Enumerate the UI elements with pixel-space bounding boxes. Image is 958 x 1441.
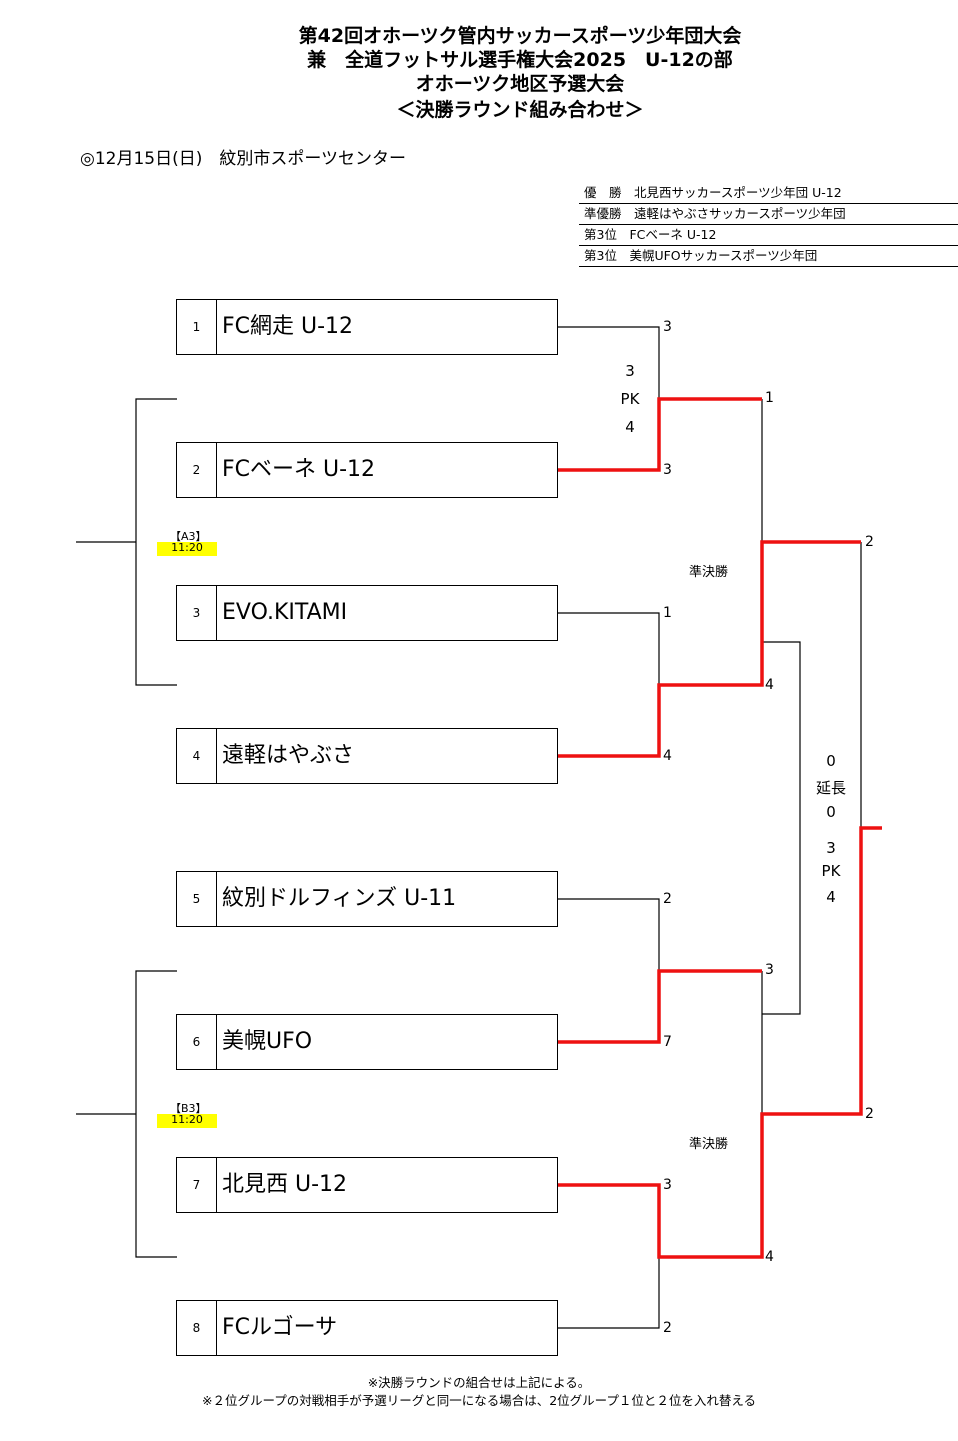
semifinal-label: 準決勝 xyxy=(689,565,729,580)
team-box: 1 FC網走 U-12 xyxy=(176,299,558,355)
final-detail: 4 xyxy=(826,888,836,906)
result-third-1: 第3位 FCベーネ U-12 xyxy=(579,225,958,246)
note-line-2: ※２位グループの対戦相手が予選リーグと同一になる場合は、2位グループ１位と２位を… xyxy=(201,1393,757,1408)
final-detail: 0 xyxy=(826,803,836,821)
title-line-2: 兼 全道フットサル選手権大会2025 U-12の部 xyxy=(307,49,733,71)
score-r1: 3 xyxy=(663,462,672,478)
result-runner-up: 準優勝 遠軽はやぶさサッカースポーツ少年団 xyxy=(579,204,958,225)
team-number: 2 xyxy=(177,443,217,497)
team-name: 遠軽はやぶさ xyxy=(222,743,355,768)
score-r1: 1 xyxy=(663,605,672,621)
final-detail: 延長 xyxy=(815,779,846,797)
semifinal-label: 準決勝 xyxy=(689,1137,729,1152)
score-r1: 2 xyxy=(663,1320,672,1336)
score-r2: 4 xyxy=(765,1249,774,1265)
final-detail: 0 xyxy=(826,752,836,770)
results-table: 優 勝 北見西サッカースポーツ少年団 U-12 準優勝 遠軽はやぶさサッカースポ… xyxy=(579,183,958,267)
score-final: 2 xyxy=(865,1106,874,1122)
title-line-4: ＜決勝ラウンド組み合わせ＞ xyxy=(396,99,644,121)
team-box: 6 美幌UFO xyxy=(176,1014,558,1070)
team-box: 8 FCルゴーサ xyxy=(176,1300,558,1356)
team-box: 3 EVO.KITAMI xyxy=(176,585,558,641)
team-number: 5 xyxy=(177,872,217,926)
team-number: 6 xyxy=(177,1015,217,1069)
final-detail: PK xyxy=(821,862,841,880)
team-name: EVO.KITAMI xyxy=(222,600,348,625)
slot-tag: 【A3】 xyxy=(170,530,207,543)
score-final: 2 xyxy=(865,534,874,550)
team-box: 2 FCベーネ U-12 xyxy=(176,442,558,498)
team-name: FCルゴーサ xyxy=(222,1315,338,1340)
pk-detail: 4 xyxy=(625,418,635,436)
score-r2: 4 xyxy=(765,677,774,693)
score-r2: 3 xyxy=(765,962,774,978)
score-r1: 2 xyxy=(663,891,672,907)
team-box: 7 北見西 U-12 xyxy=(176,1157,558,1213)
team-name: 美幌UFO xyxy=(222,1029,313,1054)
score-r1: 3 xyxy=(663,1177,672,1193)
slot-tag: 【B3】 xyxy=(170,1102,207,1115)
title-line-1: 第42回オホーツク管内サッカースポーツ少年団大会 xyxy=(298,25,742,47)
score-r1: 3 xyxy=(663,319,672,335)
score-r1: 7 xyxy=(663,1034,672,1050)
pk-detail: 3 xyxy=(625,362,635,380)
note-line-1: ※決勝ラウンドの組合せは上記による。 xyxy=(367,1375,591,1390)
team-box: 5 紋別ドルフィンズ U-11 xyxy=(176,871,558,927)
slot-time: 11:20 xyxy=(157,1114,217,1128)
final-detail: 3 xyxy=(826,839,836,857)
team-name: 北見西 U-12 xyxy=(222,1172,348,1197)
team-number: 7 xyxy=(177,1158,217,1212)
team-number: 4 xyxy=(177,729,217,783)
team-number: 1 xyxy=(177,300,217,354)
team-name: FCベーネ U-12 xyxy=(222,457,376,482)
team-number: 3 xyxy=(177,586,217,640)
result-third-2: 第3位 美幌UFOサッカースポーツ少年団 xyxy=(579,246,958,267)
team-name: 紋別ドルフィンズ U-11 xyxy=(222,886,457,911)
date-venue: ◎12月15日(日) 紋別市スポーツセンター xyxy=(80,149,407,169)
score-r2: 1 xyxy=(765,390,774,406)
team-box: 4 遠軽はやぶさ xyxy=(176,728,558,784)
result-champion: 優 勝 北見西サッカースポーツ少年団 U-12 xyxy=(579,183,958,204)
pk-label: PK xyxy=(620,390,640,408)
score-r1: 4 xyxy=(663,748,672,764)
slot-time: 11:20 xyxy=(157,542,217,556)
team-name: FC網走 U-12 xyxy=(222,314,354,339)
title-line-3: オホーツク地区予選大会 xyxy=(415,73,625,95)
team-number: 8 xyxy=(177,1301,217,1355)
